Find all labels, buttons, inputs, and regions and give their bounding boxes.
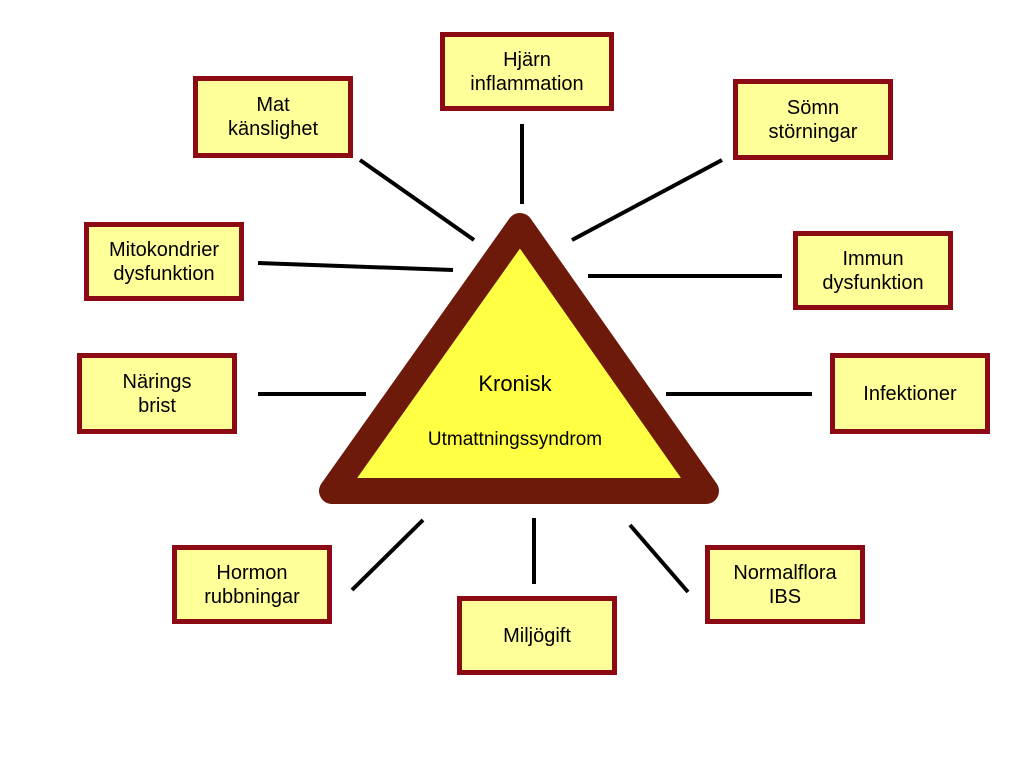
factor-box-hormon-rubbningar: Hormon rubbningar	[172, 545, 332, 624]
center-subtitle: Utmattningssyndrom	[427, 429, 603, 450]
factor-label-line: Infektioner	[863, 382, 957, 405]
factor-label-line: Mat	[256, 94, 290, 116]
factor-label-line: Sömn	[786, 96, 840, 119]
factor-box-miljogift: Miljögift	[457, 596, 617, 675]
factor-label-line: Immun	[842, 247, 904, 270]
factor-label-line: Hormon	[216, 561, 288, 584]
factor-label-line: dysfunktion	[822, 271, 924, 294]
center-title: Kronisk	[478, 371, 552, 396]
factor-label-line: känslighet	[227, 118, 319, 140]
connector-somn	[571, 158, 723, 242]
center-triangle	[319, 213, 719, 504]
connector-mitokondrier	[257, 261, 454, 272]
factor-label-line: brist	[138, 394, 176, 417]
factor-label-line: dysfunktion	[113, 262, 215, 285]
factor-box-hjarn-inflammation: Hjärn inflammation	[440, 32, 614, 111]
connector-hormon	[350, 518, 425, 592]
factor-box-normalflora-ibs: Normalflora IBS	[705, 545, 865, 624]
factor-label-line: Normalflora	[733, 561, 837, 584]
factor-box-narings-brist: Närings brist	[77, 353, 237, 434]
factor-box-immun-dysfunktion: Immun dysfunktion	[793, 231, 953, 310]
factor-label-line: störningar	[768, 120, 858, 143]
factor-box-mat-kanslighet: Mat känslighet	[193, 76, 353, 158]
factor-label-line: Miljögift	[503, 624, 571, 647]
factor-label-line: inflammation	[470, 72, 584, 95]
factor-label-line: IBS	[768, 585, 802, 608]
factor-box-mitokondrier-dysfunktion: Mitokondrier dysfunktion	[84, 222, 244, 301]
connector-normalflora	[628, 523, 690, 594]
factor-label-line: rubbningar	[204, 585, 300, 608]
connector-mat	[358, 158, 476, 242]
factor-label-line: Hjärn	[503, 48, 551, 71]
factor-label-line: Närings	[122, 370, 192, 393]
factor-box-somn-storningar: Sömn störningar	[733, 79, 893, 160]
factor-box-infektioner: Infektioner	[830, 353, 990, 434]
factor-label-line: Mitokondrier	[108, 238, 220, 261]
